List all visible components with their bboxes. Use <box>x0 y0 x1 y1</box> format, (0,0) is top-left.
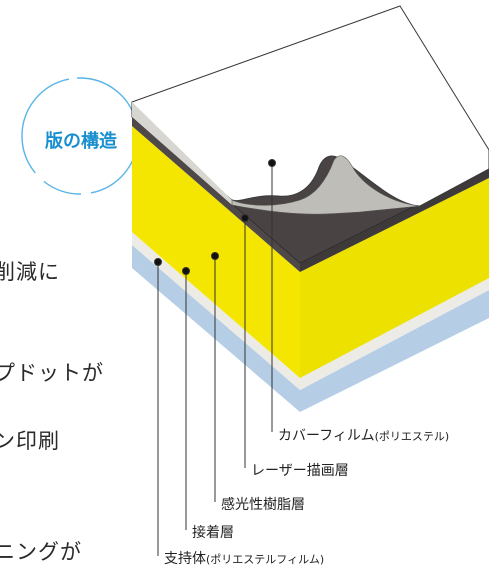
adhesive-layer-left <box>132 232 300 390</box>
side-text-1: 削減に <box>0 260 60 284</box>
label-support-main: 支持体 <box>164 551 206 567</box>
photo-layer-left <box>132 126 300 378</box>
cover-film-curl <box>231 155 421 215</box>
photo-layer-right <box>300 178 489 378</box>
label-photo-layer: 感光性樹脂層 <box>221 494 305 514</box>
label-cover-film-sub: (ポリエステル) <box>374 430 450 443</box>
label-adhesive-layer: 接着層 <box>192 522 234 542</box>
label-cover-film-main: カバーフィルム <box>278 428 375 444</box>
label-support: 支持体(ポリエステルフィルム) <box>164 548 324 568</box>
cover-film-edge <box>132 102 232 205</box>
label-laser-layer: レーザー描画層 <box>251 460 349 480</box>
cover-film <box>131 5 489 207</box>
leader-lines <box>154 159 276 556</box>
badge-title: 版の構造 <box>45 131 117 152</box>
label-support-sub: (ポリエステルフィルム) <box>206 553 325 566</box>
support-layer-right <box>300 290 489 412</box>
label-cover-film: カバーフィルム(ポリエステル) <box>278 425 449 445</box>
label-adhesive-layer-main: 接着層 <box>192 525 234 541</box>
left-face <box>132 117 300 412</box>
support-layer-left <box>132 245 300 412</box>
adhesive-layer-right <box>300 278 489 390</box>
side-text-2: プドットが <box>0 361 104 385</box>
side-text-4: ニングが <box>0 540 82 564</box>
label-photo-layer-main: 感光性樹脂層 <box>221 497 305 513</box>
side-text-3: ン印刷 <box>0 429 60 453</box>
laser-layer-left <box>132 117 300 272</box>
label-laser-layer-main: レーザー描画層 <box>251 463 349 479</box>
